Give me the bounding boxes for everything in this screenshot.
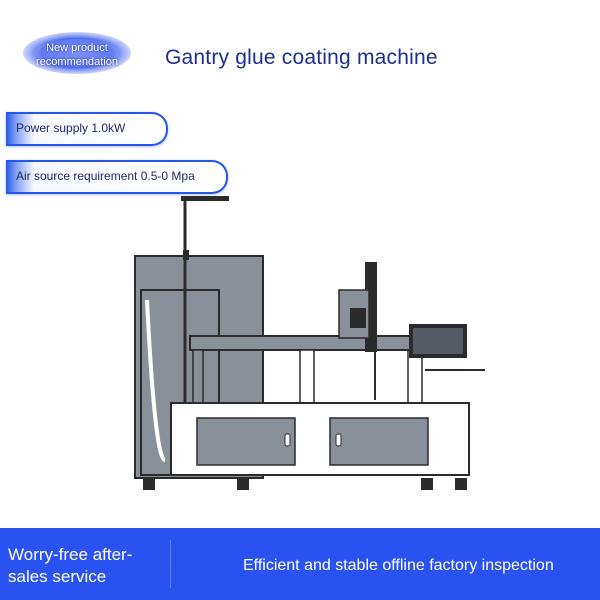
- drawer-left-handle: [284, 433, 291, 447]
- footer-left-line2: sales service: [8, 567, 107, 586]
- drawer-right-handle: [335, 433, 342, 447]
- footer-divider: [170, 540, 171, 588]
- pole-bracket: [183, 250, 189, 260]
- spec-power-label: Power supply 1.0kW: [16, 121, 126, 135]
- foot-4: [455, 478, 467, 490]
- spec-air-pill: Air source requirement 0.5-0 Mpa: [6, 160, 228, 194]
- gantry-post-mid: [299, 349, 315, 406]
- spec-power-pill: Power supply 1.0kW: [6, 112, 168, 146]
- footer-bar: [0, 528, 600, 600]
- gantry-machine-illustration: [134, 196, 485, 490]
- gantry-beam: [189, 335, 441, 351]
- footer-left-line1: Worry-free after-: [8, 545, 133, 564]
- badge-line2: recommendation: [36, 56, 118, 68]
- foot-1: [143, 478, 155, 490]
- cabinet-hose: [145, 299, 167, 462]
- drawer-left: [196, 417, 296, 466]
- drawer-right: [329, 417, 429, 466]
- foot-2: [237, 478, 249, 490]
- spec-air-label: Air source requirement 0.5-0 Mpa: [16, 169, 195, 183]
- badge-glow-icon: [23, 32, 131, 74]
- footer-service-text: Worry-free after- sales service: [8, 544, 158, 588]
- monitor-screen: [413, 328, 463, 354]
- page-title: Gantry glue coating machine: [165, 46, 438, 69]
- footer-inspection-text: Efficient and stable offline factory ins…: [243, 557, 554, 574]
- gantry-leg-left: [192, 349, 204, 406]
- badge-line1: New product: [46, 42, 108, 54]
- new-product-badge: New product recommendation: [22, 30, 132, 76]
- pill-highlight: [6, 162, 34, 192]
- head-motor: [350, 308, 366, 328]
- gantry-post-right: [407, 349, 423, 406]
- lamp-arm: [181, 196, 229, 201]
- foot-3: [421, 478, 433, 490]
- pill-highlight: [6, 114, 34, 144]
